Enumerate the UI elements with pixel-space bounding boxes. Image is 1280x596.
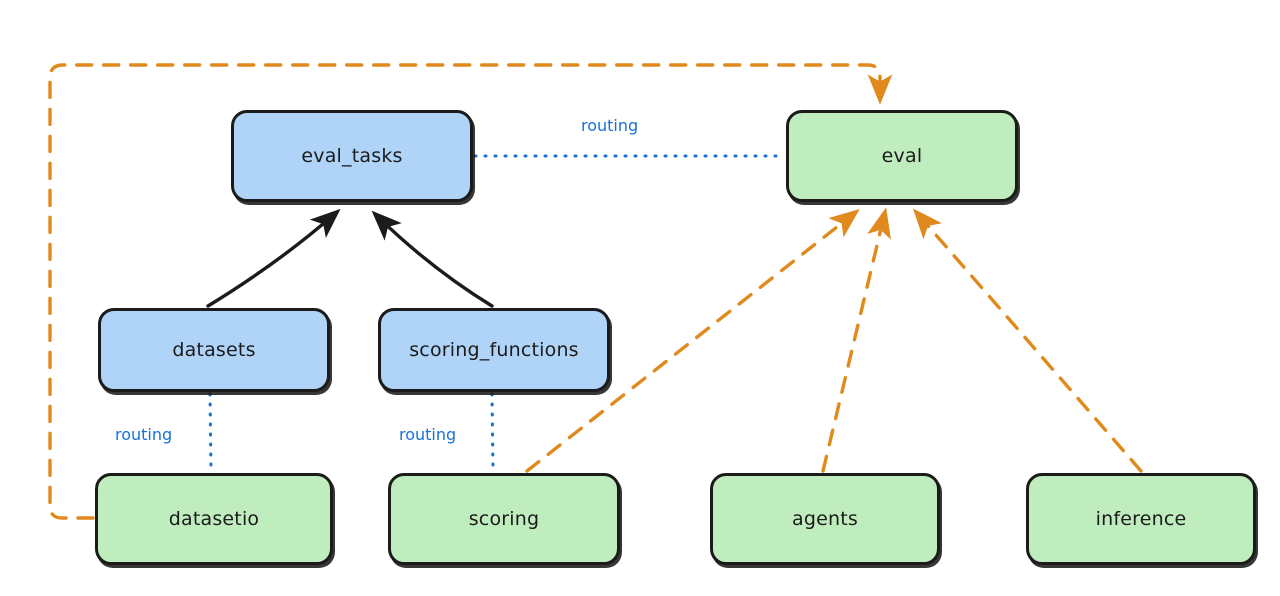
node-label: datasetio — [168, 508, 260, 530]
node-scoring[interactable]: scoring — [388, 473, 620, 565]
node-label: scoring_functions — [409, 339, 579, 361]
node-label: agents — [792, 508, 858, 530]
node-agents[interactable]: agents — [710, 473, 940, 565]
edge-label-routing-eval: routing — [578, 116, 642, 135]
node-label: eval_tasks — [301, 145, 403, 167]
node-eval-tasks[interactable]: eval_tasks — [231, 110, 473, 202]
node-datasets[interactable]: datasets — [98, 308, 330, 392]
edge-scoring-functions-to-scoring — [490, 392, 495, 473]
node-label: inference — [1095, 508, 1187, 530]
node-label: scoring — [468, 508, 540, 530]
edge-agents-to-eval — [821, 207, 891, 473]
node-inference[interactable]: inference — [1026, 473, 1256, 565]
node-scoring-functions[interactable]: scoring_functions — [378, 308, 610, 392]
edge-inference-to-eval — [912, 208, 1143, 473]
node-label: datasets — [172, 339, 256, 361]
edge-scoring-functions-to-eval-tasks — [371, 210, 494, 308]
edge-datasetio-to-eval — [48, 63, 893, 520]
node-label: eval — [881, 145, 923, 167]
edge-scoring-to-eval — [525, 209, 860, 473]
edge-datasets-to-datasetio — [208, 392, 213, 473]
edge-label-routing-scoring-functions: routing — [396, 425, 460, 444]
node-eval[interactable]: eval — [786, 110, 1018, 202]
node-datasetio[interactable]: datasetio — [95, 473, 333, 565]
edge-label-routing-datasets: routing — [112, 425, 176, 444]
edge-datasets-to-eval-tasks — [206, 208, 341, 308]
